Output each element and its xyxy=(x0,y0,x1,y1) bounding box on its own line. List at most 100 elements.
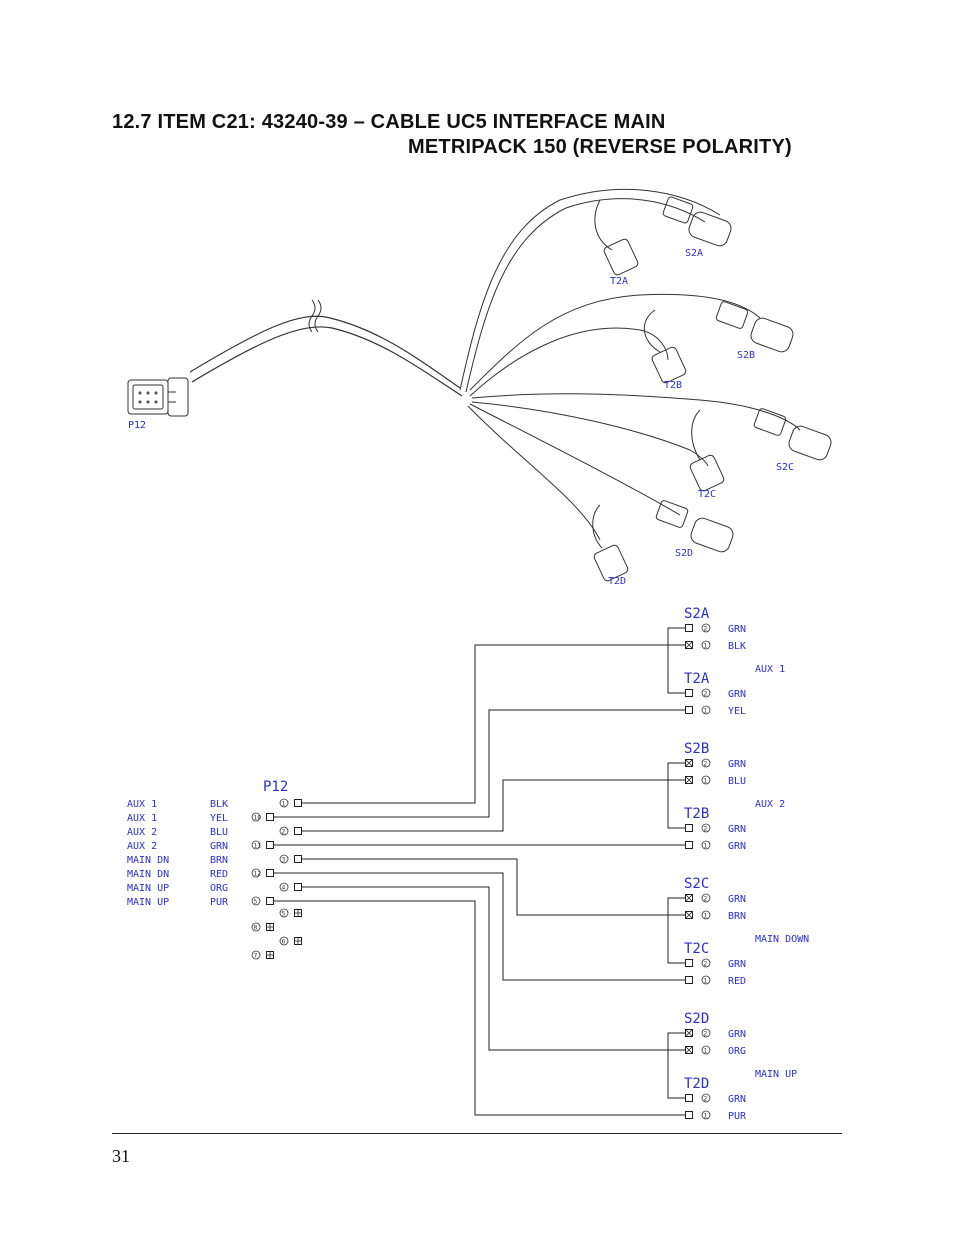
connector-name: S2D xyxy=(684,1011,709,1027)
p12-pin-number: 12 xyxy=(254,871,262,878)
p12-terminal xyxy=(294,883,302,891)
wire-color-label: GRN xyxy=(728,1094,746,1105)
connector-pin-number: 1 xyxy=(704,778,708,785)
connector-pin-number: 2 xyxy=(704,826,708,833)
connector-pin-number: 1 xyxy=(704,1113,708,1120)
p12-wire-route xyxy=(301,858,686,916)
p12-wire-route xyxy=(273,709,686,818)
connector-pin-number: 2 xyxy=(704,761,708,768)
p12-wire-route xyxy=(301,886,686,1051)
connector-terminal xyxy=(685,976,693,984)
p12-terminal xyxy=(266,813,274,821)
connector-pin-marker xyxy=(701,893,711,903)
unused-pin-marker xyxy=(251,922,261,932)
p12-pin-marker xyxy=(279,854,289,864)
connector-pin-marker xyxy=(701,688,711,698)
p12-pin-marker xyxy=(251,896,261,906)
connector-terminal xyxy=(685,706,693,714)
label-t2a: T2A xyxy=(610,276,628,287)
label-s2a: S2A xyxy=(685,248,703,259)
p12-pin-marker xyxy=(279,826,289,836)
p12-terminal xyxy=(266,841,274,849)
connector-pin-number: 1 xyxy=(704,643,708,650)
wire-color-label: GRN xyxy=(728,824,746,835)
unused-pin-marker xyxy=(279,936,289,946)
label-s2b: S2B xyxy=(737,350,755,361)
wire-color-label: YEL xyxy=(728,706,746,717)
p12-function-label: MAIN DN xyxy=(127,855,169,866)
function-label: MAIN DOWN xyxy=(755,934,809,945)
label-s2d: S2D xyxy=(675,548,693,559)
p12-terminal xyxy=(294,799,302,807)
p12-pin-number: 1 xyxy=(282,801,286,808)
unused-pin-marker xyxy=(279,908,289,918)
connector-pin-marker xyxy=(701,910,711,920)
p12-function-label: AUX 2 xyxy=(127,827,157,838)
connector-terminal xyxy=(685,689,693,697)
connector-pin-number: 1 xyxy=(704,843,708,850)
p12-color-label: GRN xyxy=(210,841,228,852)
p12-pin-number: 11 xyxy=(254,843,262,850)
p12-function-label: AUX 2 xyxy=(127,841,157,852)
unused-pin-number: 8 xyxy=(254,925,258,932)
p12-wire-route xyxy=(301,779,686,832)
p12-function-label: MAIN UP xyxy=(127,897,169,908)
connector-pin-marker xyxy=(701,975,711,985)
p12-pin-marker xyxy=(279,798,289,808)
p12-terminal xyxy=(294,855,302,863)
connector-pin-marker xyxy=(701,623,711,633)
footer-rule xyxy=(112,1133,842,1134)
connector-pin-number: 1 xyxy=(704,708,708,715)
function-label: MAIN UP xyxy=(755,1069,797,1080)
p12-color-label: RED xyxy=(210,869,228,880)
p12-title: P12 xyxy=(263,779,288,795)
p12-color-label: ORG xyxy=(210,883,228,894)
connector-pin-number: 2 xyxy=(704,896,708,903)
label-t2d: T2D xyxy=(608,576,626,587)
p12-pin-marker xyxy=(279,882,289,892)
p12-pin-number: 3 xyxy=(282,857,286,864)
connector-pin-number: 2 xyxy=(704,961,708,968)
unused-pin-number: 6 xyxy=(282,939,286,946)
connector-name: T2C xyxy=(684,941,709,957)
wire-color-label: BLU xyxy=(728,776,746,787)
p12-pin-number: 2 xyxy=(282,829,286,836)
connector-pin-marker xyxy=(701,823,711,833)
connector-pin-marker xyxy=(701,758,711,768)
p12-wire-route xyxy=(273,900,686,1116)
section-title-line2: METRIPACK 150 (REVERSE POLARITY) xyxy=(408,136,792,158)
connector-terminal xyxy=(685,841,693,849)
p12-function-label: AUX 1 xyxy=(127,813,157,824)
p12-color-label: PUR xyxy=(210,897,229,908)
ground-bus xyxy=(667,897,686,964)
connector-pin-number: 2 xyxy=(704,1031,708,1038)
connector-pin-number: 2 xyxy=(704,691,708,698)
label-s2c: S2C xyxy=(776,462,794,473)
p12-function-label: AUX 1 xyxy=(127,799,157,810)
connector-name: T2D xyxy=(684,1076,709,1092)
ground-bus xyxy=(667,627,686,694)
connector-pin-number: 2 xyxy=(704,1096,708,1103)
p12-pin-number: 10 xyxy=(254,815,262,822)
connector-name: S2A xyxy=(684,606,710,622)
connector-pin-marker xyxy=(701,640,711,650)
wire-color-label: PUR xyxy=(728,1111,747,1122)
wire-color-label: GRN xyxy=(728,689,746,700)
connector-terminal xyxy=(685,824,693,832)
wiring-lines xyxy=(273,627,686,1116)
wire-color-label: ORG xyxy=(728,1046,746,1057)
p12-wire-route xyxy=(301,644,686,804)
connector-pin-marker xyxy=(701,1028,711,1038)
connector-terminal xyxy=(685,959,693,967)
p12-pin-number: 4 xyxy=(282,885,286,892)
p12-color-label: BRN xyxy=(210,855,228,866)
connector-pin-marker xyxy=(701,1110,711,1120)
connector-name: T2B xyxy=(684,806,709,822)
p12-pin-number: 5 xyxy=(254,899,258,906)
connector-pin-marker xyxy=(701,840,711,850)
wire-color-label: GRN xyxy=(728,841,746,852)
label-p12: P12 xyxy=(128,420,146,431)
p12-pin-marker xyxy=(251,868,261,878)
ground-bus xyxy=(667,1032,686,1099)
